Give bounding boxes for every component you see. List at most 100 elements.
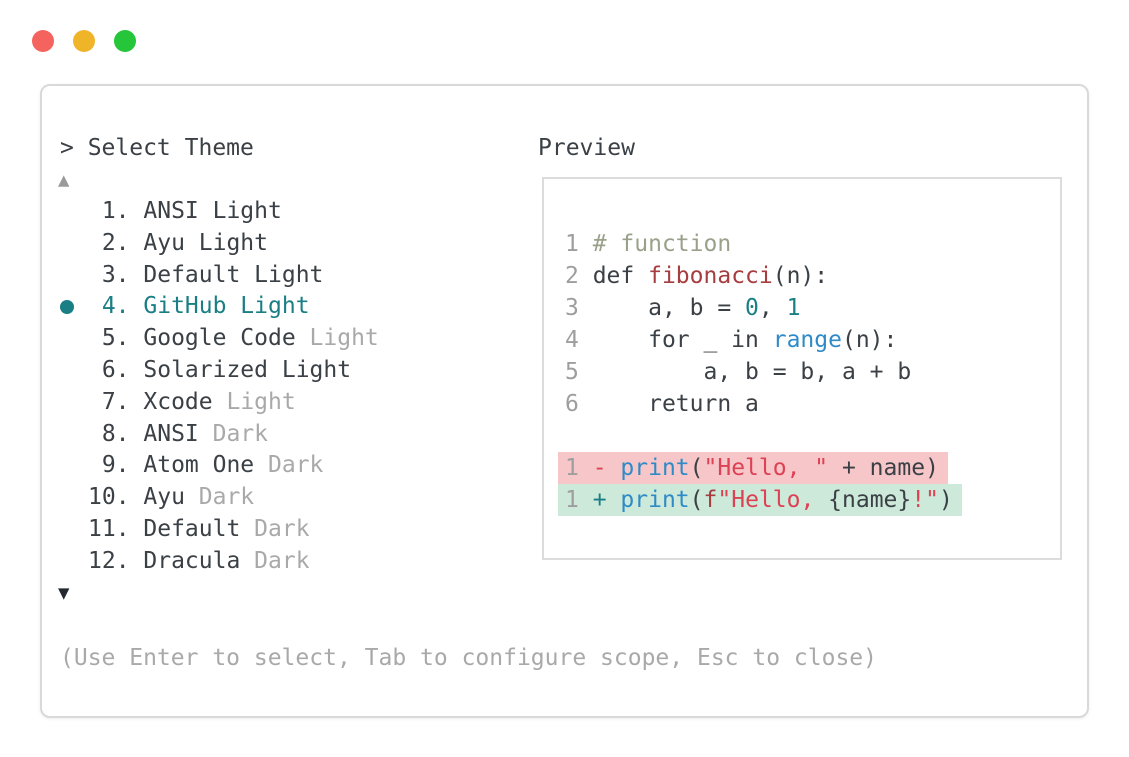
theme-item-number: 4.	[101, 293, 130, 320]
theme-list-item[interactable]: 4. GitHub Light	[60, 291, 379, 323]
theme-item-label: ANSI	[143, 420, 213, 447]
code-token: a, b = b, a + b	[578, 359, 912, 385]
theme-item-label: ANSI Light	[143, 198, 282, 224]
theme-item-number: 6.	[101, 356, 130, 383]
code-token: (	[689, 487, 704, 513]
code-token: !"	[911, 487, 939, 513]
theme-item-number: 12.	[88, 547, 130, 574]
code-token: print	[620, 487, 690, 513]
code-token: + name)	[828, 455, 939, 481]
code-token: "Hello, "	[703, 455, 829, 481]
code-blank-line	[565, 420, 962, 452]
line-number: 5	[565, 359, 579, 385]
theme-item-number: 11.	[88, 515, 130, 542]
keyboard-hint: (Use Enter to select, Tab to configure s…	[60, 645, 877, 671]
close-window-icon[interactable]	[32, 30, 54, 52]
theme-item-label: Xcode	[143, 388, 227, 415]
theme-item-label: Dark	[198, 484, 255, 511]
diff-line-added: 1 + print(f"Hello, {name}!")	[558, 484, 962, 516]
select-theme-prompt[interactable]: > Select Theme	[60, 135, 254, 161]
code-line: 2 def fibonacci(n):	[565, 260, 962, 292]
theme-item-number: 7.	[101, 388, 130, 415]
code-token: range	[772, 327, 842, 353]
theme-item-label: Dracula	[143, 547, 255, 574]
code-token: ,	[758, 295, 787, 321]
theme-list-item[interactable]: 6.Solarized Light	[88, 355, 379, 387]
theme-item-number: 9.	[101, 452, 130, 479]
line-number: 2	[565, 263, 579, 289]
code-token: print	[620, 455, 690, 481]
theme-picker-panel: > Select Theme ▲ 1. ANSI Light 2. Ayu Light…	[40, 84, 1089, 718]
theme-item-number: 2.	[101, 229, 130, 256]
line-number: 1	[565, 455, 579, 481]
code-token: # function	[578, 231, 732, 257]
selected-indicator-icon	[60, 300, 74, 315]
theme-list-item[interactable]: 5. Google Code Light	[88, 323, 379, 355]
line-number: 6	[565, 391, 579, 417]
theme-item-label: Dark	[254, 547, 310, 574]
code-token: 1	[786, 295, 801, 321]
theme-item-label: Atom One	[143, 452, 268, 479]
code-token: def	[578, 263, 649, 289]
line-number: 4	[565, 327, 579, 353]
theme-item-number: 1.	[101, 198, 130, 224]
theme-item-label: Dark	[254, 515, 310, 542]
code-line: 6 return a	[565, 388, 962, 420]
scroll-down-icon[interactable]: ▼	[58, 582, 70, 604]
theme-list-item[interactable]: 1. ANSI Light	[88, 196, 379, 228]
code-token: )	[938, 487, 953, 513]
theme-item-number: 5.	[101, 325, 130, 352]
code-line: 5 a, b = b, a + b	[565, 356, 962, 388]
theme-item-number: 8.	[101, 420, 130, 447]
code-line: 3 a, b = 0, 1	[565, 292, 962, 324]
code-token: "Hello,	[717, 487, 829, 513]
minimize-window-icon[interactable]	[73, 30, 95, 52]
theme-list-item[interactable]: 11. Default Dark	[88, 514, 379, 546]
diff-line-removed: 1 - print("Hello, " + name)	[558, 452, 948, 484]
theme-item-label: GitHub Light	[143, 293, 310, 320]
line-number: 1	[565, 231, 579, 257]
theme-list-item[interactable]: 3. Default Light	[88, 260, 379, 292]
theme-item-label: Ayu	[143, 484, 199, 511]
code-line: 1 # function	[565, 228, 962, 260]
theme-list-item[interactable]: 7. Xcode Light	[88, 387, 379, 419]
code-token: (	[689, 455, 704, 481]
code-token: {name}	[828, 487, 912, 513]
code-line: 4 for _ in range(n):	[565, 324, 962, 356]
theme-list-item[interactable]: 9. Atom One Dark	[88, 450, 379, 482]
theme-item-label: Dark	[268, 452, 324, 479]
code-token: f	[703, 487, 718, 513]
window-controls	[32, 30, 136, 52]
code-token: for _ in	[578, 327, 773, 353]
code-token: (n):	[841, 327, 898, 353]
theme-list-item[interactable]: 10. Ayu Dark	[88, 482, 379, 514]
theme-list-item[interactable]: 12. Dracula Dark	[88, 546, 379, 578]
theme-item-label: Light	[226, 388, 296, 415]
theme-item-label: Dark	[212, 420, 269, 447]
line-number: 3	[565, 295, 579, 321]
theme-item-number: 10.	[88, 484, 130, 511]
preview-heading: Preview	[538, 135, 635, 161]
code-token: +	[578, 487, 621, 513]
theme-item-number: 3.	[101, 261, 130, 288]
scroll-up-icon[interactable]: ▲	[58, 169, 70, 191]
code-token: return a	[578, 391, 759, 417]
code-token: fibonacci	[648, 263, 773, 289]
theme-item-label: Default Light	[143, 261, 324, 288]
theme-list-item[interactable]: 8. ANSI Dark	[88, 419, 379, 451]
code-token: a, b =	[578, 295, 746, 321]
theme-list-item[interactable]: 2. Ayu Light	[88, 228, 379, 260]
code-token: -	[578, 455, 621, 481]
theme-item-label: Ayu Light	[143, 229, 268, 256]
theme-item-label: Google Code	[143, 325, 310, 352]
line-number: 1	[565, 487, 579, 513]
code-token: (n):	[772, 263, 829, 289]
zoom-window-icon[interactable]	[114, 30, 136, 52]
theme-item-label: Light	[309, 325, 379, 352]
theme-item-label: Default	[143, 515, 255, 542]
code-token: 0	[745, 295, 759, 321]
